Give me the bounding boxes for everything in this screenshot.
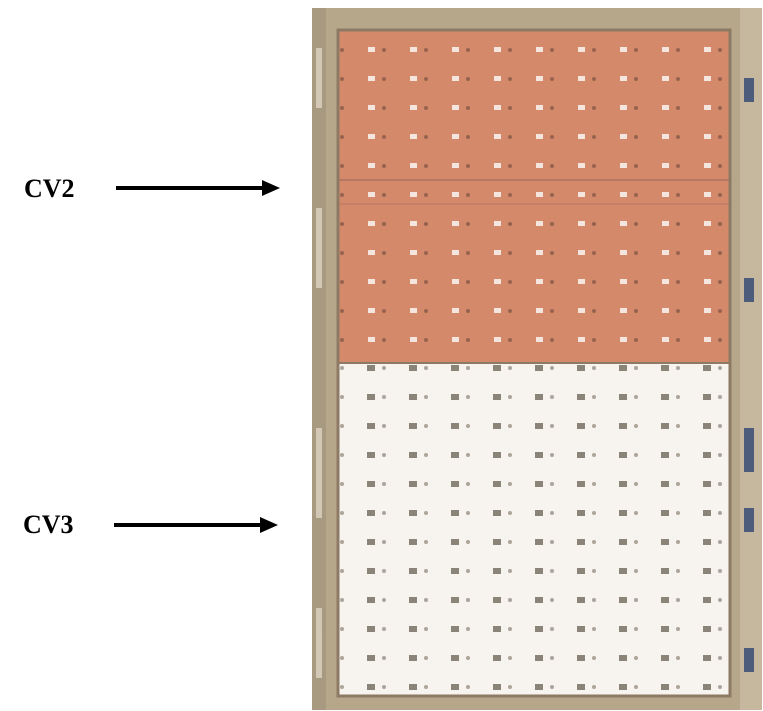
label-cv3: CV3 (23, 510, 74, 539)
right-arrow-icon (116, 180, 280, 196)
label-cv2: CV2 (24, 174, 75, 203)
aerial-roof-image (312, 8, 762, 710)
right-arrow-icon (114, 517, 278, 533)
